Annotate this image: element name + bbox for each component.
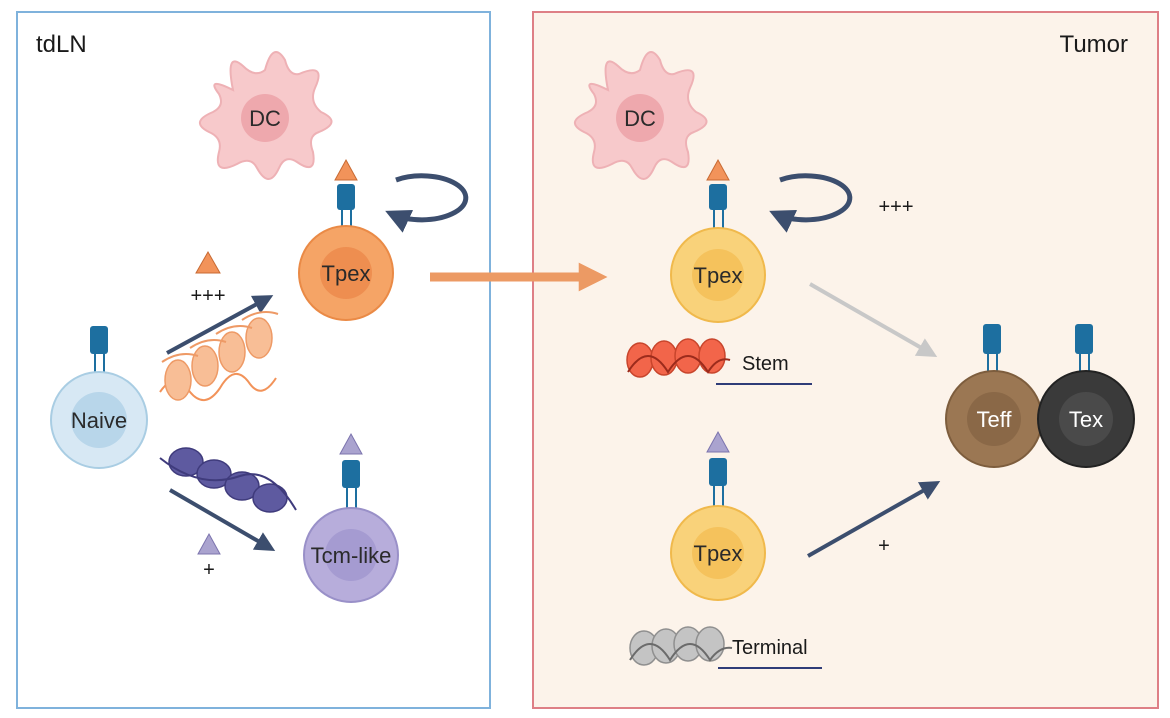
antigen-triangle-purple-terminal <box>706 430 730 453</box>
tcr-receptor-tpex-terminal <box>709 458 727 486</box>
teff-label: Teff <box>976 407 1012 432</box>
tpex-label-left: Tpex <box>322 261 371 286</box>
dc-label-right: DC <box>624 106 656 131</box>
tcm-like-label: Tcm-like <box>311 543 392 568</box>
plus-naive-tpex: +++ <box>190 285 225 307</box>
tcr-receptor-tex <box>1075 324 1093 354</box>
arrow-naive-to-tcm <box>168 488 276 552</box>
tpex-cell-stem: Tpex <box>670 158 766 323</box>
tpex-cell-terminal: Tpex <box>670 430 766 601</box>
plus-terminal-teff: + <box>878 535 890 557</box>
tcr-receptor-naive <box>90 326 108 354</box>
teff-cell: Teff <box>945 324 1043 468</box>
tex-cell: Tex <box>1037 324 1135 468</box>
antigen-triangle-purple-tcm <box>339 432 363 455</box>
tcr-receptor-tcm <box>342 460 360 488</box>
self-renewal-arrow-right <box>769 173 853 233</box>
dc-cell-left: DC <box>199 51 333 180</box>
tcr-receptor-tpex-stem <box>709 184 727 210</box>
chromatin-condensed-purple <box>159 447 297 513</box>
chromatin-stem <box>626 338 812 385</box>
tpex-label-stem: Tpex <box>694 263 743 288</box>
tcm-like-cell: Tcm-like <box>303 432 399 603</box>
antigen-triangle-orange <box>334 158 358 181</box>
arrow-tpex-terminal-to-teff <box>807 481 941 558</box>
tumor-label: Tumor <box>1060 31 1128 58</box>
plus-naive-tcm: + <box>203 559 215 581</box>
terminal-label: Terminal <box>732 637 808 659</box>
tpex-cell-left: Tpex <box>298 158 394 321</box>
arrow-naive-to-tpex <box>166 295 274 355</box>
tcr-receptor-left-tpex <box>337 184 355 210</box>
chromatin-terminal <box>629 626 822 669</box>
dc-cell-right: DC <box>574 51 708 180</box>
antigen-triangle-naive-tpex <box>195 250 221 274</box>
plus-tpex-self: +++ <box>878 196 913 218</box>
naive-label: Naive <box>71 408 127 433</box>
tpex-label-terminal: Tpex <box>694 541 743 566</box>
dc-label-left: DC <box>249 106 281 131</box>
tex-label: Tex <box>1069 407 1103 432</box>
antigen-triangle-orange-stem <box>706 158 730 181</box>
arrow-tpex-stem-to-teff <box>809 282 938 357</box>
stem-label: Stem <box>742 353 789 375</box>
naive-cell: Naive <box>50 326 148 469</box>
tcr-receptor-teff <box>983 324 1001 354</box>
tdln-label: tdLN <box>36 31 87 58</box>
self-renewal-arrow-left <box>385 173 469 233</box>
antigen-triangle-naive-tcm <box>197 532 221 555</box>
chromatin-open-orange <box>159 311 279 401</box>
